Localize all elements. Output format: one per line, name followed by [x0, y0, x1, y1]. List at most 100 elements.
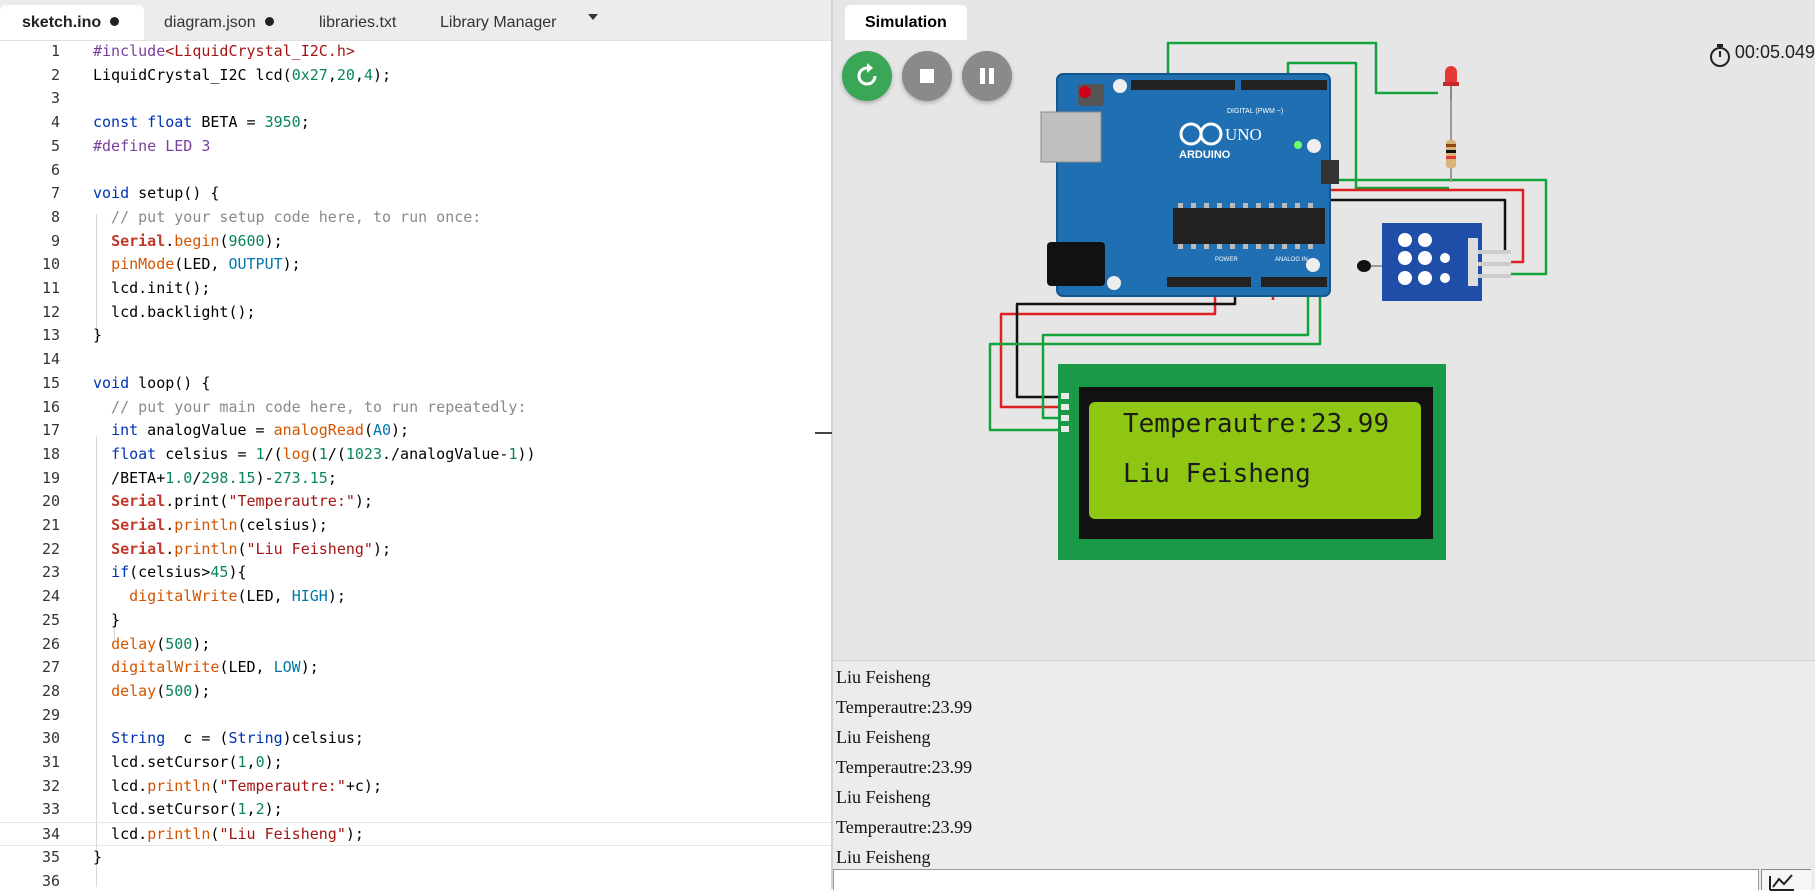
code-line[interactable]: 15 void loop() {: [0, 372, 832, 396]
unsaved-dot-icon: [264, 17, 274, 27]
line-number: 13: [41, 326, 60, 345]
code-line[interactable]: 3: [0, 87, 832, 111]
line-number: 25: [41, 610, 60, 629]
circuit-canvas[interactable]: ARDUINO UNO DIGITAL (PWM ~) ANALOG IN PO…: [833, 0, 1815, 660]
code-line[interactable]: 28 delay(500);: [0, 680, 832, 704]
arduino-uno-board: ARDUINO UNO DIGITAL (PWM ~) ANALOG IN PO…: [1040, 73, 1339, 297]
line-number: 9: [50, 231, 60, 250]
serial-input-field[interactable]: [833, 869, 1759, 890]
board-model-text: UNO: [1225, 125, 1262, 144]
code-line[interactable]: 8 // put your setup code here, to run on…: [0, 206, 832, 230]
code-line[interactable]: 36: [0, 870, 832, 894]
code-line[interactable]: 16 // put your main code here, to run re…: [0, 396, 832, 420]
line-number: 4: [50, 113, 60, 132]
line-number: 18: [41, 444, 60, 463]
code-line[interactable]: 22 Serial.println("Liu Feisheng");: [0, 538, 832, 562]
splitter-handle[interactable]: [815, 432, 832, 434]
line-content: pinMode(LED, OUTPUT);: [111, 255, 301, 274]
tab-libraries-txt[interactable]: libraries.txt: [297, 5, 418, 40]
stop-icon: [920, 69, 934, 83]
code-line[interactable]: 10 pinMode(LED, OUTPUT);: [0, 253, 832, 277]
line-content: Serial.begin(9600);: [111, 231, 283, 250]
wire-green-top: [1286, 61, 1449, 190]
resistor-component: [1446, 100, 1456, 182]
line-content: String c = (String)celsius;: [111, 729, 364, 748]
line-number: 34: [41, 825, 60, 844]
power-led: [1294, 141, 1302, 149]
serial-line: Temperautre:23.99: [836, 757, 973, 777]
code-line[interactable]: 18 float celsius = 1/(log(1/(1023./analo…: [0, 443, 832, 467]
tab-label: sketch.ino: [22, 14, 102, 31]
code-line[interactable]: 32 lcd.println("Temperautre:"+c);: [0, 775, 832, 799]
line-number: 36: [41, 871, 60, 890]
code-line[interactable]: 13}: [0, 324, 832, 348]
line-number: 11: [41, 279, 60, 297]
code-line[interactable]: 19 /BETA+1.0/298.15)-273.15;: [0, 467, 832, 491]
line-number: 33: [41, 800, 60, 819]
stop-simulation-button[interactable]: [902, 51, 952, 101]
serial-line: Liu Feisheng: [836, 847, 931, 867]
tab-diagram-json[interactable]: diagram.json: [142, 5, 296, 40]
line-content: int analogValue = analogRead(A0);: [111, 421, 410, 440]
line-content: delay(500);: [111, 681, 211, 700]
line-number: 15: [41, 373, 60, 392]
line-number: 31: [41, 753, 60, 771]
power-header-label: POWER: [1215, 257, 1238, 263]
code-line[interactable]: 26 delay(500);: [0, 633, 832, 657]
code-line[interactable]: 35}: [0, 846, 832, 870]
code-line[interactable]: 21 Serial.println(celsius);: [0, 514, 832, 538]
line-content: Serial.println("Liu Feisheng");: [111, 539, 392, 558]
code-line[interactable]: 30 String c = (String)celsius;: [0, 727, 832, 751]
code-line[interactable]: 1#include<LiquidCrystal_I2C.h>: [0, 40, 832, 64]
tabs-dropdown-icon[interactable]: [588, 14, 598, 20]
unsaved-dot-icon: [110, 17, 120, 27]
line-content: lcd.println("Temperautre:"+c);: [93, 776, 382, 795]
line-content: delay(500);: [111, 634, 211, 653]
plotter-toggle-button[interactable]: [1761, 869, 1811, 891]
code-line[interactable]: 5#define LED 3: [0, 135, 832, 159]
tab-simulation[interactable]: Simulation: [845, 5, 967, 40]
pane-splitter[interactable]: [831, 0, 833, 889]
usb-port: [1040, 111, 1102, 163]
tab-sketch-ino[interactable]: sketch.ino: [0, 5, 144, 40]
code-line[interactable]: 23 if(celsius>45){: [0, 561, 832, 585]
pause-simulation-button[interactable]: [962, 51, 1012, 101]
reset-button: [1079, 86, 1091, 98]
wire-green-led: [1166, 41, 1438, 95]
code-line[interactable]: 29: [0, 704, 832, 728]
code-line[interactable]: 34 lcd.println("Liu Feisheng");: [0, 822, 832, 846]
code-line[interactable]: 14: [0, 348, 832, 372]
analog-header-label: ANALOG IN: [1275, 257, 1308, 263]
line-content: void loop() {: [93, 373, 211, 392]
board-brand-text: ARDUINO: [1179, 149, 1231, 161]
code-line[interactable]: 33 lcd.setCursor(1,2);: [0, 798, 832, 822]
code-line[interactable]: 20 Serial.print("Temperautre:");: [0, 490, 832, 514]
code-line[interactable]: 9 Serial.begin(9600);: [0, 230, 832, 254]
lcd-line-1: Temperautre:23.99: [1123, 409, 1390, 439]
line-content: Serial.println(celsius);: [111, 516, 328, 534]
line-content: // put your setup code here, to run once…: [93, 207, 482, 226]
stopwatch-icon: [1709, 44, 1730, 67]
code-line[interactable]: 6: [0, 159, 832, 183]
code-line[interactable]: 17 int analogValue = analogRead(A0);: [0, 419, 832, 443]
code-line[interactable]: 31 lcd.setCursor(1,0);: [0, 751, 832, 775]
ntc-temperature-sensor: [1357, 223, 1511, 301]
tab-library-manager[interactable]: Library Manager: [418, 5, 579, 40]
line-number: 12: [41, 302, 60, 321]
line-content: LiquidCrystal_I2C lcd(0x27,20,4);: [93, 65, 392, 84]
line-number: 27: [41, 658, 60, 677]
line-content: }: [93, 610, 121, 629]
code-line[interactable]: 27 digitalWrite(LED, LOW);: [0, 656, 832, 680]
restart-simulation-button[interactable]: [842, 51, 892, 101]
line-number: 23: [41, 563, 60, 582]
code-line[interactable]: 11 lcd.init();: [0, 277, 832, 301]
line-content: digitalWrite(LED, LOW);: [111, 658, 319, 677]
code-line[interactable]: 12 lcd.backlight();: [0, 301, 832, 325]
indent-guide: [114, 617, 115, 640]
code-line[interactable]: 25 }: [0, 609, 832, 633]
code-line[interactable]: 24 digitalWrite(LED, HIGH);: [0, 585, 832, 609]
